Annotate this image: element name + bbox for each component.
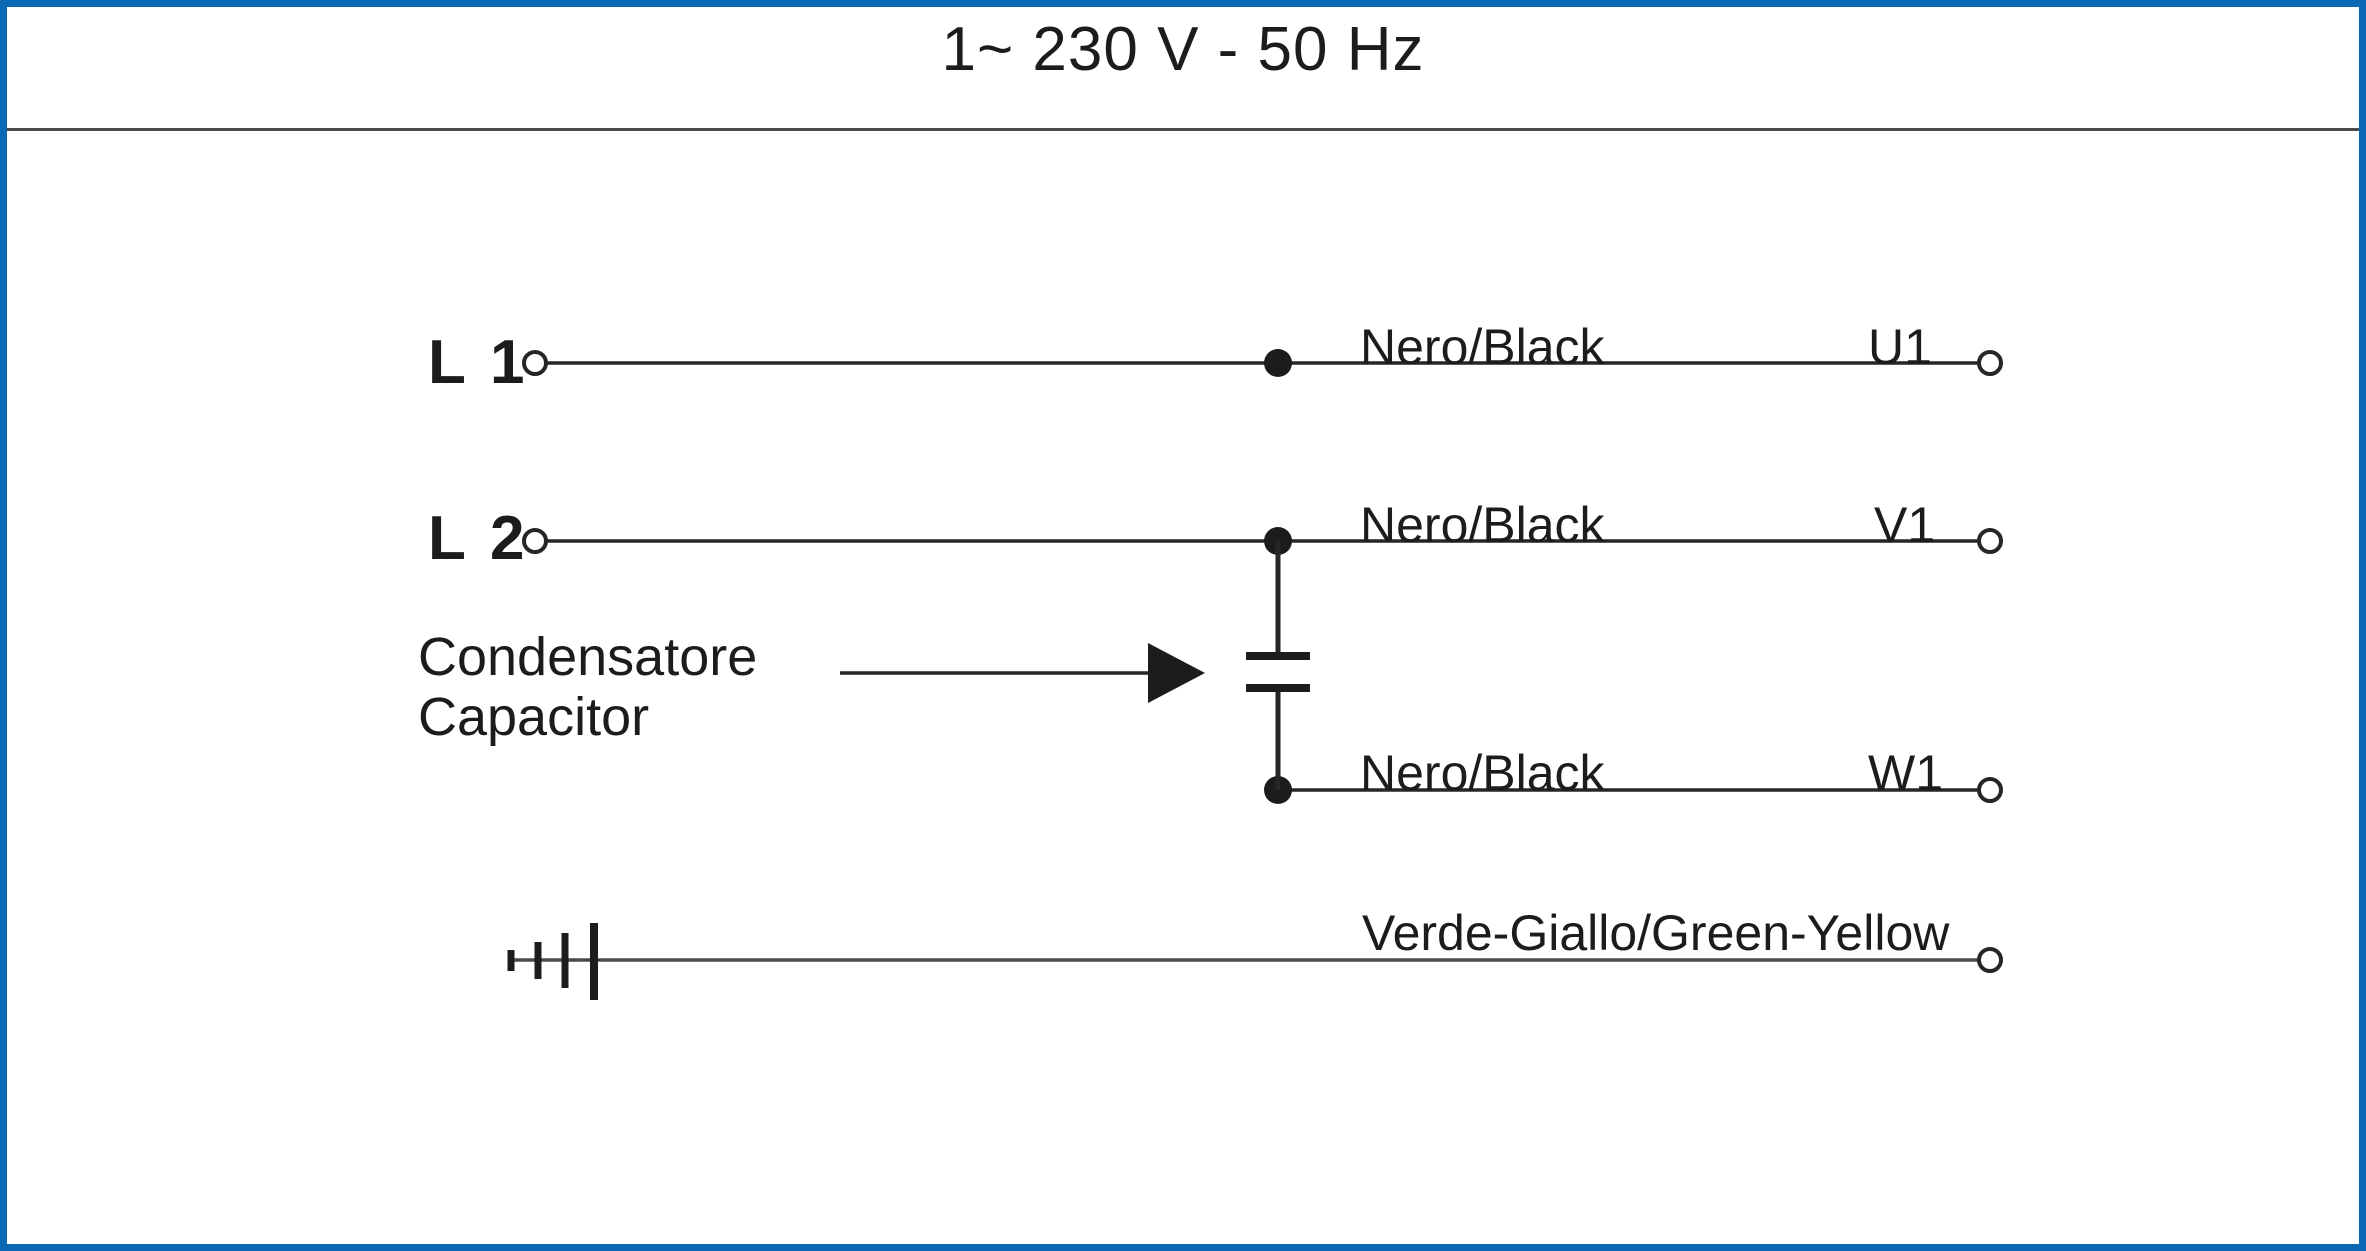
terminal-circle-w1[interactable]	[1977, 777, 2003, 803]
wire-label-v1: Nero/Black	[1360, 497, 1605, 553]
capacitor-label-it: Condensatore	[418, 627, 758, 687]
arrow-right-icon	[840, 643, 1205, 703]
phase-label-l2: L 2	[428, 504, 529, 573]
capacitor-symbol	[1246, 541, 1310, 790]
earth-ground-circuit	[507, 923, 2003, 1000]
terminal-label-w1: W1	[1868, 745, 1943, 801]
terminal-circle-earth[interactable]	[1977, 947, 2003, 973]
page-title: 1~ 230 V - 50 Hz	[941, 15, 1425, 84]
terminal-circle-v1[interactable]	[1977, 528, 2003, 554]
wire-label-earth: Verde-Giallo/Green-Yellow	[1362, 905, 1950, 961]
circuit-row-v1	[522, 527, 2003, 555]
junction-dot-u1	[1264, 349, 1292, 377]
header-divider	[7, 128, 2359, 131]
phase-label-l1: L 1	[428, 328, 529, 397]
circuit-row-u1	[522, 349, 2003, 377]
capacitor-plate-top	[1246, 652, 1310, 660]
arrow-head	[1148, 643, 1205, 703]
terminal-label-v1: V1	[1874, 497, 1936, 553]
wire-label-u1: Nero/Black	[1360, 319, 1605, 375]
capacitor-label-en: Capacitor	[418, 687, 650, 747]
wire-label-w1: Nero/Black	[1360, 745, 1605, 801]
capacitor-plate-bottom	[1246, 684, 1310, 692]
terminal-circle-u1[interactable]	[1977, 350, 2003, 376]
terminal-label-u1: U1	[1868, 319, 1932, 375]
